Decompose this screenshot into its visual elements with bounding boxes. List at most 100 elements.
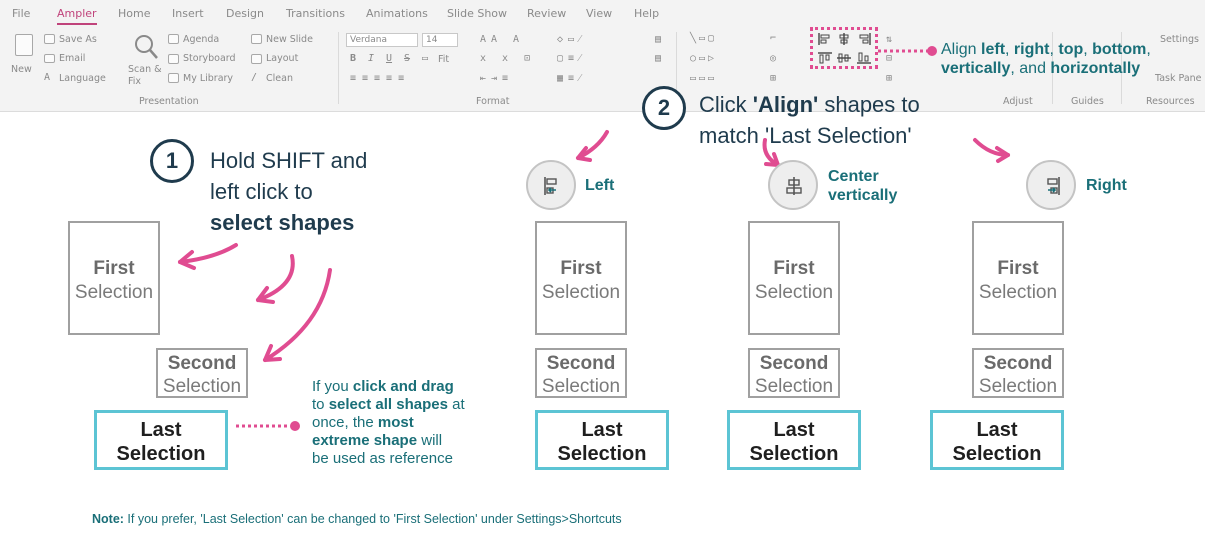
font-name-select[interactable]: Verdana: [346, 33, 418, 47]
new-slide-icon: [251, 34, 262, 44]
agenda-button[interactable]: Agenda: [183, 34, 220, 45]
align-center-icon: [786, 177, 802, 195]
task-pane-button[interactable]: Task Pane: [1155, 73, 1202, 84]
new-document-icon: [15, 34, 33, 56]
align-bottom-icon[interactable]: [857, 52, 871, 64]
script-controls-icon[interactable]: x x ⊡: [480, 53, 536, 64]
tab-slide-show[interactable]: Slide Show: [447, 7, 508, 20]
group-shapes-icon[interactable]: ⊞: [886, 73, 893, 84]
my-library-button[interactable]: My Library: [183, 73, 234, 84]
strikethrough-icon[interactable]: S: [404, 53, 411, 64]
align-right-icon[interactable]: [857, 33, 871, 45]
save-icon: [44, 34, 55, 44]
shape-label-bold: Selection: [952, 443, 1042, 465]
tab-help[interactable]: Help: [634, 7, 660, 20]
save-as-button[interactable]: Save As: [59, 34, 97, 45]
align-left-label: Left: [585, 177, 615, 194]
effects-icon[interactable]: ▦≡⁄: [557, 73, 586, 84]
layout-button[interactable]: Layout: [266, 53, 299, 64]
font-size-controls-icon[interactable]: AA A: [480, 34, 525, 45]
fit-button[interactable]: Fit: [438, 54, 450, 65]
shape-label-bold: First: [560, 258, 602, 279]
new-slide-button[interactable]: New Slide: [266, 34, 313, 45]
font-size-select[interactable]: 14: [422, 33, 458, 47]
underline-icon[interactable]: U: [386, 53, 393, 64]
shape-label-bold: Second: [167, 353, 237, 374]
tab-view[interactable]: View: [586, 7, 613, 20]
align-top-icon[interactable]: [818, 52, 832, 64]
library-icon: [168, 73, 179, 83]
hint-sep: ,: [1083, 41, 1093, 58]
fill-color-icon[interactable]: ◇▭⁄: [557, 34, 586, 45]
shape-label-bold: Last: [581, 419, 623, 441]
tab-review[interactable]: Review: [527, 7, 567, 20]
tab-home[interactable]: Home: [118, 7, 151, 20]
step2-click: Click: [699, 92, 753, 117]
group-label-guides: Guides: [1071, 96, 1104, 107]
info-text: to: [312, 396, 329, 413]
textbox-icon[interactable]: ▤: [655, 34, 662, 45]
bold-icon[interactable]: B: [350, 53, 357, 64]
outline-icon[interactable]: ▢≡⁄: [557, 53, 586, 64]
tab-design[interactable]: Design: [226, 7, 264, 20]
indent-controls-icon[interactable]: ⇤⇥≡: [480, 73, 514, 84]
step-2-badge: 2: [642, 86, 686, 130]
shape-callout-icons[interactable]: ▭▭▭: [690, 73, 718, 84]
align-middle-icon[interactable]: [837, 52, 851, 64]
info-bold: select all shapes: [328, 396, 448, 413]
align-left-button[interactable]: [526, 160, 576, 210]
size-icon[interactable]: ⊟: [886, 53, 893, 64]
align-center-button[interactable]: [768, 160, 818, 210]
hint-bottom: bottom: [1092, 41, 1147, 58]
list-icon[interactable]: ▤: [655, 53, 662, 64]
scan-fix-button[interactable]: Scan & Fix: [128, 64, 162, 87]
align-center-icon[interactable]: [837, 33, 851, 45]
clean-button[interactable]: Clean: [266, 73, 293, 84]
email-button[interactable]: Email: [59, 53, 86, 64]
storyboard-button[interactable]: Storyboard: [183, 53, 236, 64]
tab-animations[interactable]: Animations: [366, 7, 428, 20]
info-text: once, the: [312, 414, 378, 431]
tab-file[interactable]: File: [12, 7, 31, 20]
italic-icon[interactable]: I: [368, 53, 375, 64]
step-2-instruction: Click 'Align' shapes to match 'Last Sele…: [699, 89, 920, 151]
shape-style-icon[interactable]: ◎: [770, 53, 777, 64]
paragraph-align-icons[interactable]: ≡≡≡≡≡: [350, 73, 411, 84]
connector-icon[interactable]: ⌐: [770, 33, 777, 44]
shape-effect-icon[interactable]: ⊞: [770, 73, 777, 84]
shape-line-icons[interactable]: ╲▭▢: [690, 33, 718, 44]
tab-transitions[interactable]: Transitions: [286, 7, 345, 20]
note-text: If you prefer, 'Last Selection' can be c…: [123, 512, 622, 526]
group-divider: [338, 32, 339, 104]
group-label-format: Format: [476, 96, 510, 107]
shape-label-bold: Second: [983, 353, 1053, 374]
note-label: Note:: [92, 512, 124, 526]
group-label-resources: Resources: [1146, 96, 1195, 107]
shape-oval-icons[interactable]: ○▭▷: [690, 53, 718, 64]
settings-button[interactable]: Settings: [1160, 34, 1199, 45]
align-left-icon[interactable]: [818, 33, 832, 45]
info-text: If you: [312, 378, 353, 395]
distribute-icon[interactable]: ⇅: [886, 34, 893, 45]
shape-label: Selection: [978, 376, 1058, 397]
search-icon: [135, 35, 158, 59]
align-right-button[interactable]: [1026, 160, 1076, 210]
language-button[interactable]: Language: [59, 73, 106, 84]
storyboard-icon: [168, 54, 179, 64]
hint-top: top: [1058, 41, 1084, 58]
tab-ampler[interactable]: Ampler: [57, 7, 97, 25]
tab-insert[interactable]: Insert: [172, 7, 204, 20]
align-left-icon: [544, 177, 557, 195]
